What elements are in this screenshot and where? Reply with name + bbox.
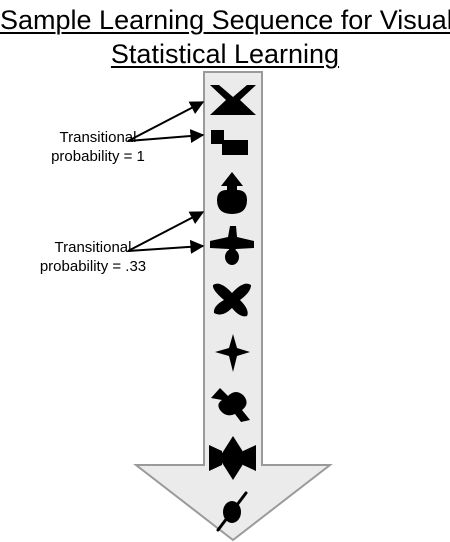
label-2-line-1: Transitional [54,239,132,256]
pointer-line-1b [127,129,205,143]
transitional-probability-label-1: Transitional probability = 1 [28,128,168,166]
arrow-dome-shape [217,172,247,214]
diagram-title-line-2: Statistical Learning [110,39,340,69]
slashed-circle-shape [216,491,248,532]
x-blob-shape [212,283,251,317]
pointer-line-1a [127,101,205,142]
hourglass-x-shape [210,85,256,115]
label-2-line-2: probability = .33 [39,258,147,275]
four-point-star-shape [215,334,250,372]
diagram-title-line-1: Sample Learning Sequence for Visual [0,5,450,35]
pointer-line-2a [127,211,205,252]
cross-drop-shape [210,226,254,265]
label-1-line-1: Transitional [59,129,137,146]
tilted-blob-shape [211,388,250,422]
label-1-line-2: probability = 1 [51,148,145,165]
step-shape [211,130,248,155]
pointer-line-2b [127,239,205,254]
transitional-probability-label-2: Transitional probability = .33 [18,238,168,276]
bowtie-diamond-shape [209,436,256,480]
